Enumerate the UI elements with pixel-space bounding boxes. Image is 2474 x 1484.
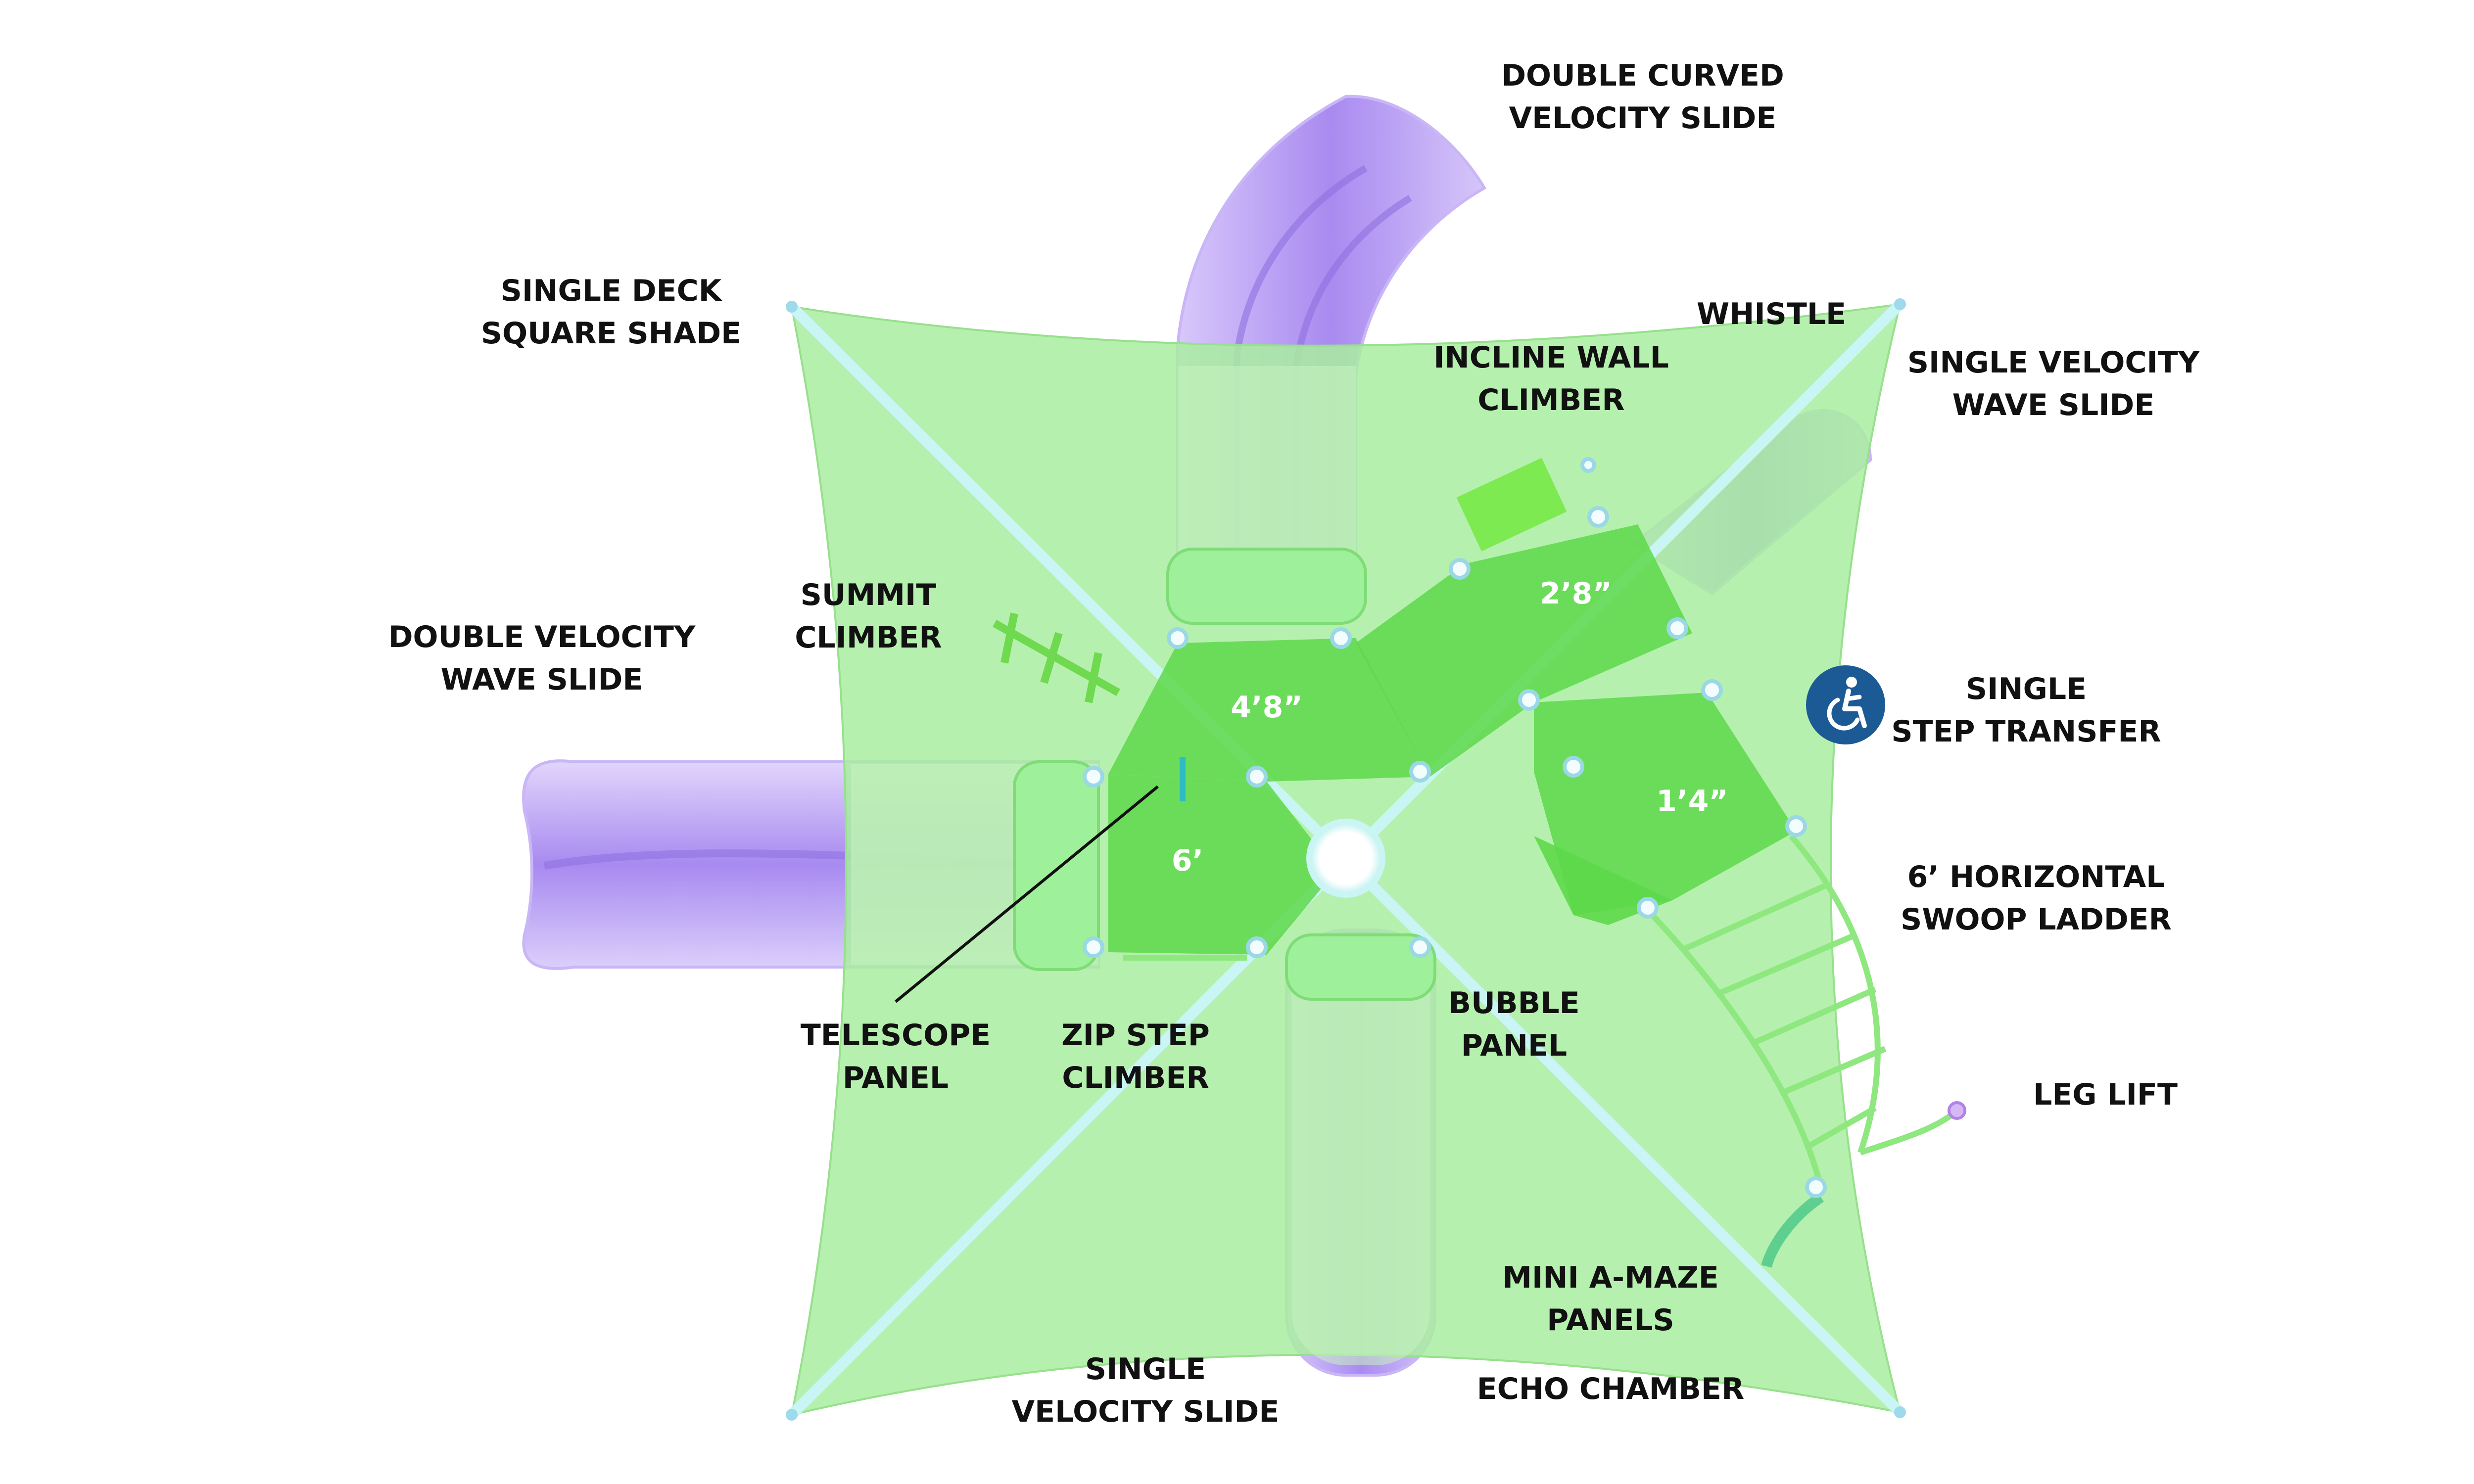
decks [1108, 458, 1796, 955]
deck-height-top-left: 4’8” [1231, 690, 1303, 725]
label-line: SQUARE SHADE [480, 316, 742, 351]
label-line: LEG LIFT [2033, 1077, 2178, 1112]
telescope-leader-line [895, 785, 1159, 1003]
label-line: VELOCITY SLIDE [1509, 101, 1777, 136]
label-line: SWOOP LADDER [1901, 902, 2172, 937]
wave-slide-hood [1013, 760, 1100, 971]
deck-height-upper-right: 2’8” [1540, 576, 1612, 611]
label-line: DOUBLE CURVED [1501, 58, 1784, 93]
bottom-slide-hood [1285, 933, 1436, 1001]
step-transfer-platform [1534, 836, 1672, 925]
label-line: TELESCOPE [800, 1018, 991, 1053]
label-line: ECHO CHAMBER [1476, 1372, 1745, 1406]
leg-lift [1948, 1101, 1966, 1120]
deck-height-right: 1’4” [1656, 784, 1728, 819]
label-single-step-transfer: SINGLE STEP TRANSFER [1891, 668, 2161, 753]
label-incline-wall-climber: INCLINE WALL CLIMBER [1433, 336, 1669, 421]
incline-wall-climber-panel [1456, 458, 1567, 552]
label-line: SINGLE [1085, 1352, 1206, 1387]
label-double-curved-velocity-slide: DOUBLE CURVED VELOCITY SLIDE [1501, 54, 1784, 139]
label-summit-climber: SUMMIT CLIMBER [795, 574, 942, 659]
label-line: SINGLE [1965, 672, 2087, 706]
summit-climber [993, 612, 1120, 703]
label-line: PANEL [1461, 1028, 1568, 1063]
label-line: CLIMBER [795, 620, 942, 655]
label-double-velocity-wave-slide: DOUBLE VELOCITY WAVE SLIDE [388, 616, 696, 701]
label-line: DOUBLE VELOCITY [388, 620, 696, 654]
horizontal-swoop-ladder [1645, 834, 1962, 1268]
deck-2-8 [1356, 524, 1692, 777]
deck-6 [1108, 774, 1336, 955]
label-line: SINGLE DECK [500, 274, 722, 308]
curved-slide-hood [1166, 548, 1367, 625]
label-line: CLIMBER [1062, 1061, 1209, 1095]
label-telescope-panel: TELESCOPE PANEL [801, 1014, 991, 1099]
slide-shadows [851, 366, 1430, 1365]
label-zip-step-climber: ZIP STEP CLIMBER [1061, 1014, 1210, 1099]
label-line: SINGLE VELOCITY [1907, 345, 2200, 380]
label-line: ZIP STEP [1061, 1018, 1210, 1053]
shade-center-hub [1306, 819, 1385, 898]
wheelchair-accessibility-icon [1806, 665, 1885, 744]
label-single-velocity-slide: SINGLE VELOCITY SLIDE [1012, 1348, 1280, 1433]
label-line: STEP TRANSFER [1891, 714, 2161, 749]
label-bubble-panel: BUBBLE PANEL [1448, 982, 1579, 1067]
deck-1-4 [1534, 693, 1796, 915]
label-line: PANEL [842, 1061, 949, 1095]
label-line: MINI A-MAZE [1502, 1260, 1719, 1295]
telescope-panel-post [1180, 757, 1186, 801]
label-line: WHISTLE [1696, 297, 1847, 331]
deck-4-8 [1108, 638, 1430, 782]
label-whistle: WHISTLE [1697, 293, 1846, 335]
label-line: INCLINE WALL [1433, 340, 1669, 375]
label-line: 6’ HORIZONTAL [1907, 860, 2165, 894]
label-line: WAVE SLIDE [440, 662, 643, 697]
label-line: PANELS [1547, 1303, 1674, 1338]
zip-step-climber [1123, 955, 1247, 961]
label-line: WAVE SLIDE [1952, 388, 2155, 422]
label-single-deck-square-shade: SINGLE DECK SQUARE SHADE [481, 270, 741, 355]
post-caps [1083, 457, 1827, 1198]
label-echo-chamber: ECHO CHAMBER [1477, 1368, 1744, 1410]
label-mini-a-maze-panels: MINI A-MAZE PANELS [1502, 1256, 1718, 1342]
label-line: CLIMBER [1477, 383, 1625, 417]
label-line: BUBBLE [1448, 986, 1580, 1020]
label-line: SUMMIT [800, 578, 937, 612]
label-line: VELOCITY SLIDE [1011, 1394, 1280, 1429]
deck-height-left: 6’ [1172, 843, 1204, 878]
label-leg-lift: LEG LIFT [2033, 1073, 2178, 1116]
label-single-velocity-wave-slide: SINGLE VELOCITY WAVE SLIDE [1907, 341, 2199, 426]
label-horizontal-swoop-ladder: 6’ HORIZONTAL SWOOP LADDER [1901, 856, 2172, 941]
